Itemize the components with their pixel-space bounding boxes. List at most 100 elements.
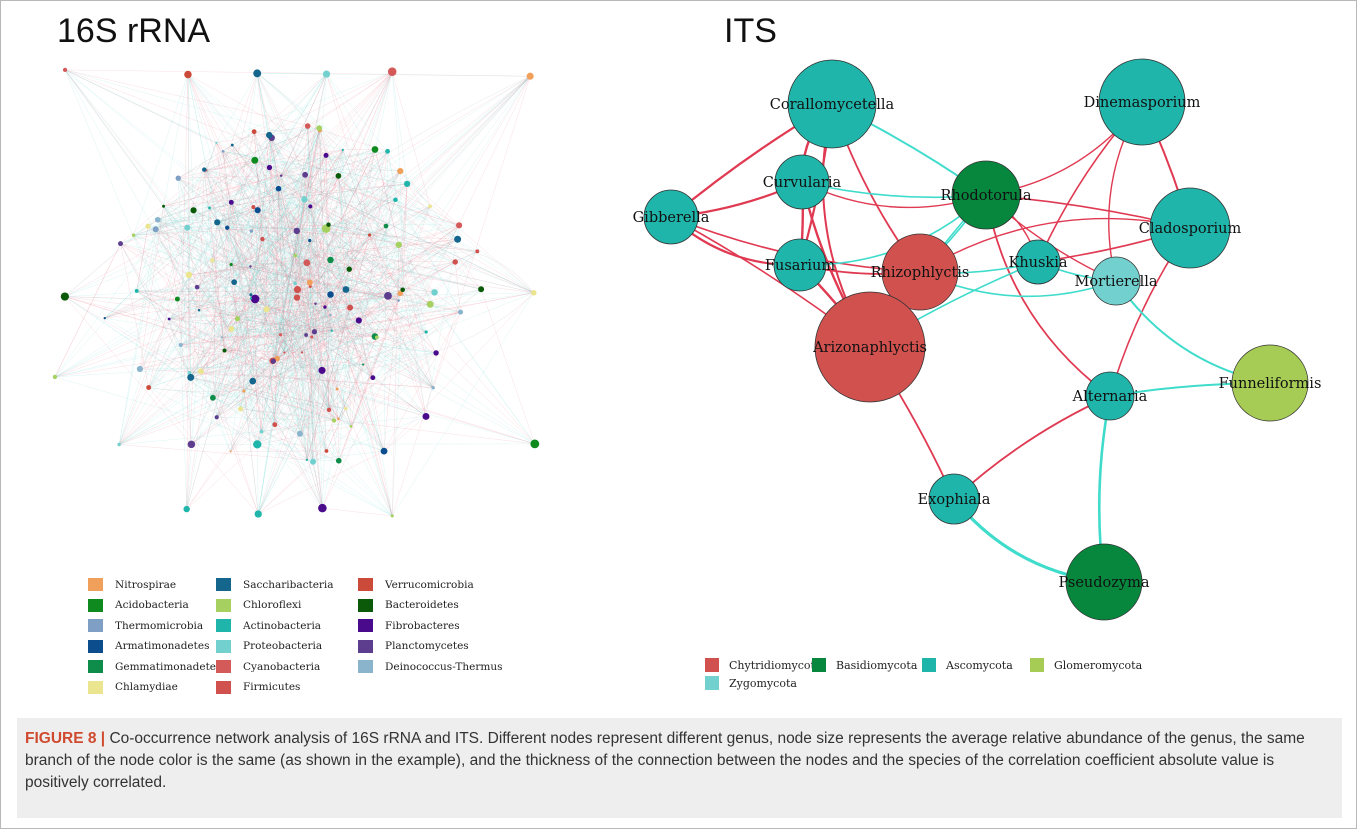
network-edge — [155, 229, 326, 308]
legend-item: Gemmatimonadetes — [88, 660, 221, 673]
network-edge — [157, 175, 282, 221]
network-edge — [187, 227, 326, 308]
network-edge — [204, 169, 285, 353]
legend-label: Gemmatimonadetes — [115, 660, 222, 673]
network-edge — [180, 210, 194, 345]
network-edge — [163, 206, 376, 337]
network-edge — [136, 290, 330, 411]
network-edge — [196, 287, 222, 338]
network-edge — [64, 296, 377, 338]
network-edge — [157, 219, 460, 226]
network-edge — [256, 73, 401, 172]
network-edge — [216, 71, 393, 144]
network-edge — [189, 364, 364, 374]
network-edge — [231, 293, 401, 330]
network-edge — [301, 199, 396, 353]
network-edge — [133, 151, 388, 236]
network-node — [374, 335, 379, 340]
network-edge — [205, 170, 338, 390]
network-edge — [54, 199, 396, 378]
network-edge — [296, 206, 311, 231]
network-edge — [187, 74, 311, 283]
network-edge — [257, 73, 353, 308]
network-edge — [306, 262, 314, 462]
network-node — [187, 373, 195, 381]
network-node — [220, 336, 223, 339]
caption-text: Co-occurrence network analysis of 16S rR… — [25, 730, 1305, 791]
network-edge — [406, 183, 482, 290]
network-edge — [254, 160, 461, 313]
network-edge — [306, 199, 396, 460]
network-edge — [231, 328, 364, 365]
network-edge — [169, 295, 388, 320]
network-edge — [231, 239, 458, 265]
network-edge — [257, 128, 320, 445]
network-edge — [299, 206, 431, 434]
network-edge — [177, 178, 241, 410]
network-node — [185, 271, 193, 279]
network-edge — [253, 71, 393, 208]
network-node — [341, 148, 344, 151]
network-edge — [177, 151, 224, 300]
network-edge — [190, 377, 330, 411]
network-edge — [232, 144, 331, 261]
network-edge — [231, 202, 335, 421]
network-edge — [330, 294, 359, 321]
network-node — [331, 418, 337, 423]
network-edge — [325, 228, 374, 378]
network-edge — [222, 151, 360, 321]
legend-swatch — [705, 676, 719, 690]
network-edge — [284, 230, 298, 353]
network-edge — [271, 137, 478, 252]
network-edge — [64, 296, 316, 304]
network-edge — [311, 336, 335, 421]
network-edge — [231, 262, 307, 265]
network-node — [428, 204, 432, 209]
network-edge — [163, 206, 352, 427]
network-node — [303, 259, 311, 267]
network-edge — [372, 377, 427, 417]
network-edge — [148, 264, 232, 388]
network-16s-nodes — [52, 67, 540, 518]
network-edge — [203, 169, 213, 261]
network-edge — [169, 318, 427, 333]
network-edge — [180, 74, 189, 345]
network-edge — [209, 207, 225, 351]
network-edge — [222, 151, 254, 208]
network-node — [342, 286, 350, 293]
network-node — [1085, 371, 1135, 421]
network-edge — [233, 149, 376, 283]
network-edge — [163, 160, 255, 207]
network-edge — [296, 126, 308, 231]
network-edge — [157, 206, 311, 221]
network-edge — [266, 170, 401, 310]
network-edge — [338, 307, 351, 461]
network-edge — [328, 224, 456, 263]
network-edge — [251, 206, 311, 232]
network-edge — [256, 73, 298, 298]
network-edge — [281, 175, 370, 236]
network-edge — [148, 259, 331, 388]
network-edge — [197, 230, 297, 288]
network-edge — [204, 169, 339, 419]
network-edge — [212, 397, 275, 425]
network-edge — [231, 183, 408, 265]
network-edge — [120, 243, 315, 332]
network-edge — [257, 352, 303, 445]
network-edge — [157, 219, 323, 371]
network-edge — [295, 255, 339, 419]
network-edge — [336, 388, 340, 461]
network-edge — [350, 151, 388, 427]
legend-item: Chloroflexi — [216, 598, 301, 612]
network-edge — [243, 294, 278, 366]
network-edge — [212, 130, 321, 398]
network-edge — [338, 175, 351, 308]
network-node — [335, 387, 339, 391]
network-edge — [224, 225, 387, 351]
network-edge — [104, 262, 482, 319]
network-edge — [306, 262, 534, 294]
network-node — [253, 440, 262, 449]
network-edge — [104, 298, 256, 319]
network-edge — [180, 309, 267, 346]
network-edge — [64, 296, 393, 517]
